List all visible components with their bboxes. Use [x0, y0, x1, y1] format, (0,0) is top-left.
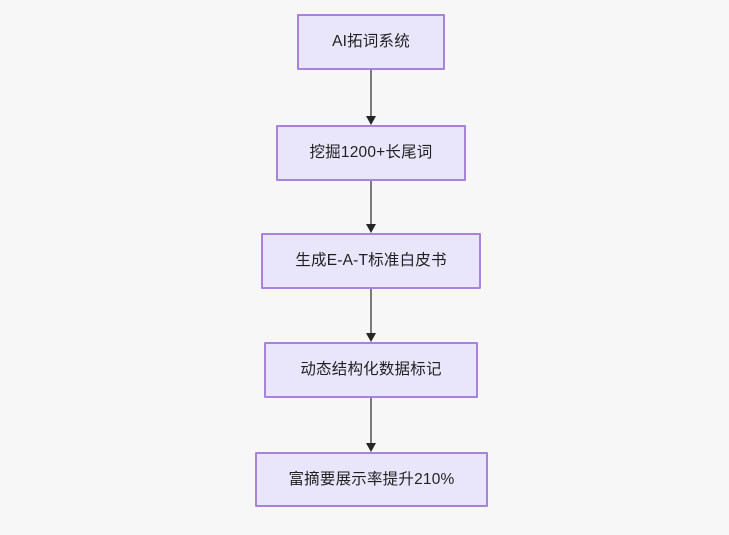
flowchart-arrowhead-icon [366, 116, 376, 125]
flowchart-node-eat-whitepaper[interactable]: 生成E-A-T标准白皮书 [261, 233, 481, 289]
flowchart-node-ai-keyword-system[interactable]: AI拓词系统 [297, 14, 445, 70]
flowchart-node-longtail-keywords[interactable]: 挖掘1200+长尾词 [276, 125, 466, 181]
flowchart-node-label: AI拓词系统 [332, 33, 410, 51]
flowchart-node-label: 富摘要展示率提升210% [288, 470, 455, 488]
flowchart-node-label: 生成E-A-T标准白皮书 [295, 252, 447, 270]
flowchart-node-rich-snippet-result[interactable]: 富摘要展示率提升210% [255, 452, 488, 507]
flowchart-arrowhead-icon [366, 333, 376, 342]
flowchart-node-label: 挖掘1200+长尾词 [309, 144, 433, 162]
flowchart-arrowhead-icon [366, 443, 376, 452]
flowchart-node-label: 动态结构化数据标记 [300, 361, 442, 379]
flowchart-arrowhead-icon [366, 224, 376, 233]
flowchart-node-structured-data-markup[interactable]: 动态结构化数据标记 [264, 342, 478, 398]
